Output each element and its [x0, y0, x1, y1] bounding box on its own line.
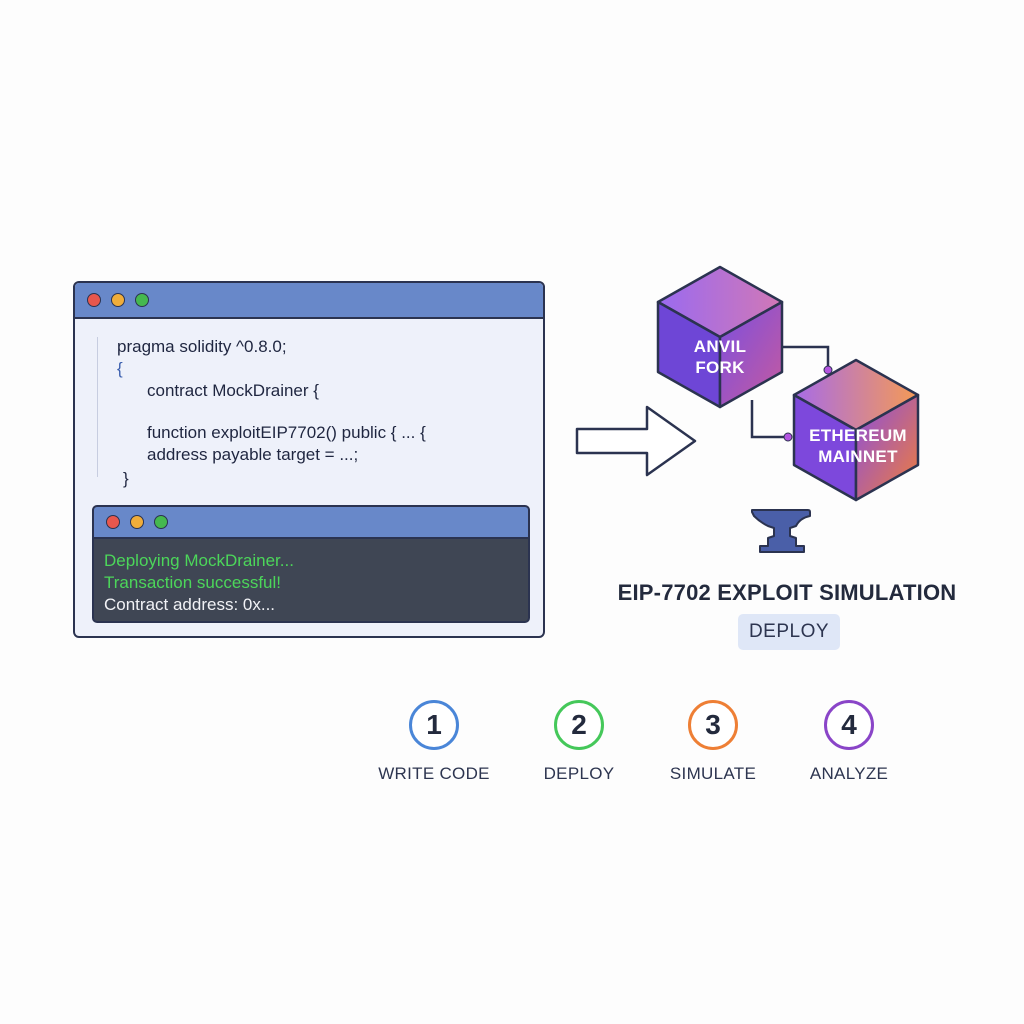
maximize-dot-icon: [135, 293, 149, 307]
step-write-code: 1 WRITE CODE: [364, 700, 504, 784]
anvil-fork-cube: [656, 265, 784, 409]
anvil-icon: [751, 509, 811, 553]
anvil-fork-label: ANVIL FORK: [660, 336, 780, 378]
step-number: 4: [824, 700, 874, 750]
step-deploy: 2 DEPLOY: [509, 700, 649, 784]
terminal-window: Deploying MockDrainer... Transaction suc…: [92, 505, 530, 623]
connector-dot: [783, 432, 793, 442]
anvil-fork-label-line: ANVIL: [693, 337, 747, 356]
code-line: address payable target = ...;: [147, 445, 359, 464]
connector-dot: [823, 365, 833, 375]
step-label: DEPLOY: [543, 764, 615, 783]
right-arrow-icon: [575, 405, 697, 477]
minimize-dot-icon: [130, 515, 144, 529]
close-dot-icon: [87, 293, 101, 307]
step-label: ANALYZE: [809, 764, 889, 783]
close-dot-icon: [106, 515, 120, 529]
step-simulate: 3 SIMULATE: [643, 700, 783, 784]
ethereum-mainnet-cube: [792, 358, 920, 502]
ethereum-mainnet-label-line: ETHEREUM: [809, 426, 907, 445]
code-line: pragma solidity ^0.8.0;: [117, 337, 287, 356]
maximize-dot-icon: [154, 515, 168, 529]
code-area: pragma solidity ^0.8.0; { contract MockD…: [75, 319, 543, 499]
terminal-line: Contract address: 0x...: [104, 595, 276, 614]
terminal-line: Transaction successful!: [104, 573, 281, 592]
step-number: 1: [409, 700, 459, 750]
step-label: WRITE CODE: [378, 764, 490, 783]
code-line: {: [117, 359, 123, 378]
step-number: 3: [688, 700, 738, 750]
code-indent-guide: [97, 337, 98, 477]
step-label: SIMULATE: [669, 764, 757, 783]
code-line: contract MockDrainer {: [147, 381, 319, 400]
diagram-title: EIP-7702 EXPLOIT SIMULATION: [617, 580, 957, 605]
editor-titlebar: [75, 283, 543, 319]
step-number: 2: [554, 700, 604, 750]
ethereum-mainnet-label-line: MAINNET: [818, 447, 898, 466]
terminal-titlebar: [94, 507, 528, 539]
terminal-line: Deploying MockDrainer...: [104, 551, 294, 570]
code-line: function exploitEIP7702() public { ... {: [147, 423, 426, 442]
step-analyze: 4 ANALYZE: [779, 700, 919, 784]
network-cubes: [656, 265, 920, 502]
anvil-fork-label-line: FORK: [695, 358, 745, 377]
ethereum-mainnet-label: ETHEREUM MAINNET: [796, 425, 920, 467]
minimize-dot-icon: [111, 293, 125, 307]
deploy-badge: DEPLOY: [738, 614, 840, 650]
code-editor-window: pragma solidity ^0.8.0; { contract MockD…: [73, 281, 545, 638]
code-line: }: [123, 469, 129, 488]
